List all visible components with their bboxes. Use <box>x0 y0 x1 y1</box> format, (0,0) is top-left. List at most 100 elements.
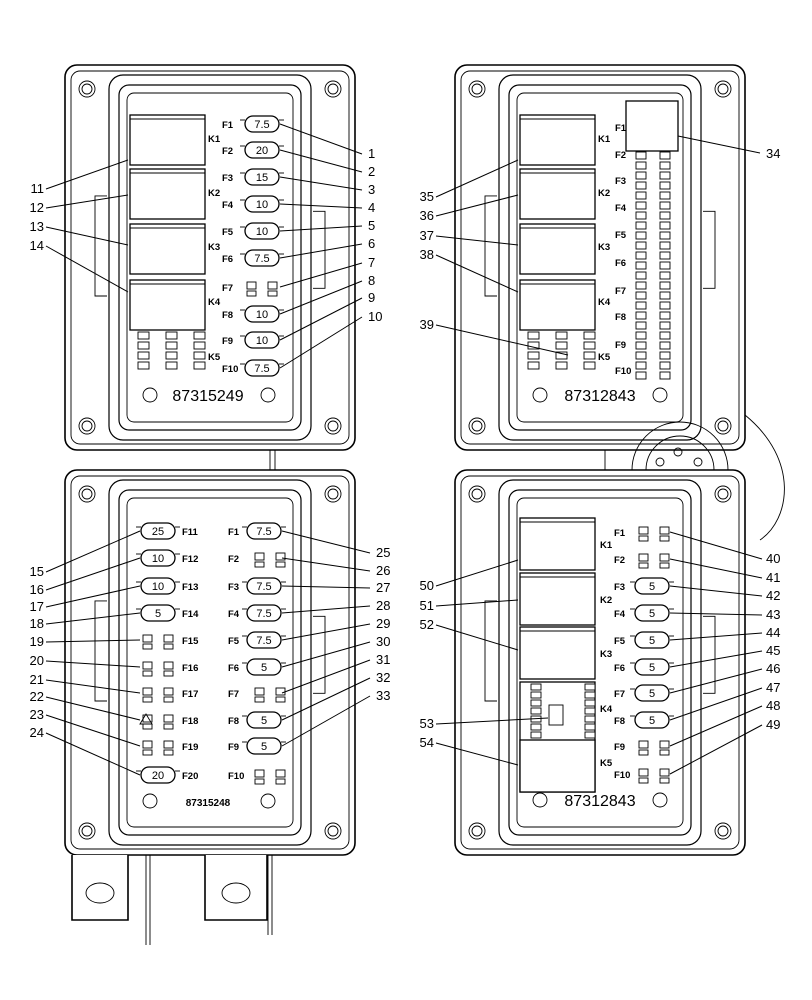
relay <box>519 279 596 331</box>
terminal-slot <box>659 291 671 300</box>
leader-line <box>45 639 141 643</box>
leader-line <box>281 695 371 747</box>
leader-line <box>279 297 363 341</box>
empty-slot <box>163 696 174 703</box>
terminal-slot <box>659 361 671 370</box>
relay-pin <box>193 351 206 360</box>
leader-line <box>677 135 761 154</box>
fuse-label: F4 <box>615 203 627 214</box>
empty-slot <box>638 553 649 562</box>
fuse-rating: 5 <box>649 608 655 620</box>
fuse-rating: 7.5 <box>254 119 269 131</box>
fuse-rating: 7.5 <box>256 608 271 620</box>
relay-pin <box>584 731 596 739</box>
leader-line <box>281 585 371 589</box>
empty-slot <box>267 281 278 290</box>
relay-pin <box>584 683 596 691</box>
callout-number: 27 <box>376 580 390 595</box>
empty-slot <box>142 687 153 696</box>
relay-pin <box>530 723 542 731</box>
fuse <box>246 711 282 729</box>
fuse-rating: 5 <box>649 635 655 647</box>
fuse <box>140 577 176 595</box>
fuse-rating: 10 <box>152 581 164 593</box>
fuse-label: F13 <box>182 582 198 593</box>
empty-slot <box>163 634 174 643</box>
callout-number: 21 <box>30 672 44 687</box>
fuse <box>246 577 282 595</box>
relay-label: K2 <box>208 188 220 199</box>
leader-line <box>45 612 141 625</box>
callout-number: 15 <box>30 564 44 579</box>
fuse-rating: 10 <box>256 199 268 211</box>
fuse-label: F14 <box>182 609 199 620</box>
panel-frame <box>126 92 294 423</box>
side-clip-right <box>703 615 716 694</box>
empty-slot <box>659 740 670 749</box>
fuse-label: F6 <box>228 663 239 674</box>
housing-recess <box>108 479 312 846</box>
callout-number: 40 <box>766 551 780 566</box>
fuse-label: F10 <box>615 366 631 377</box>
leader-line <box>279 149 363 173</box>
fuse-label: F6 <box>615 258 626 269</box>
relay-block <box>625 100 679 152</box>
relay-pin <box>583 361 596 370</box>
mounting-hole-icon <box>78 417 96 435</box>
fuse <box>634 658 670 676</box>
mounting-hole-icon <box>714 80 732 98</box>
relay-pin <box>165 361 178 370</box>
leader-line <box>45 732 141 776</box>
fuse-rating: 5 <box>155 608 161 620</box>
empty-slot <box>638 535 649 542</box>
housing-inner-edge <box>70 70 350 445</box>
empty-slot <box>659 553 670 562</box>
fuse-rating: 10 <box>256 226 268 238</box>
terminal-slot <box>635 171 647 180</box>
relay-label: K1 <box>208 134 221 145</box>
fuse-label: F2 <box>222 146 233 157</box>
fuse-label: F19 <box>182 742 198 753</box>
mounting-hole-inner <box>471 825 483 837</box>
fuse-label: F8 <box>222 310 233 321</box>
callout-number: 34 <box>766 146 780 161</box>
fuse <box>634 711 670 729</box>
screw-icon <box>652 792 668 808</box>
fuse-label: F11 <box>182 527 199 538</box>
fuse <box>244 115 280 133</box>
empty-slot <box>638 777 649 784</box>
terminal-slot <box>659 341 671 350</box>
empty-slot <box>659 562 670 569</box>
side-clip-right <box>313 210 326 289</box>
callout-number: 22 <box>30 689 44 704</box>
housing-inner-edge <box>460 475 740 850</box>
callout-number: 44 <box>766 625 780 640</box>
mounting-hole-inner <box>81 83 93 95</box>
relay-pin <box>137 331 150 340</box>
terminal-slot <box>659 321 671 330</box>
relay-pin <box>584 723 596 731</box>
fuse-label: F5 <box>614 636 626 647</box>
fuse <box>140 604 176 622</box>
empty-slot <box>163 749 174 756</box>
empty-slot <box>246 281 257 290</box>
mounting-hole-inner <box>471 83 483 95</box>
terminal-slot <box>659 201 671 210</box>
terminal-slot <box>635 221 647 230</box>
empty-slot <box>254 552 265 561</box>
callout-number: 54 <box>420 735 434 750</box>
callout-number: 7 <box>368 255 375 270</box>
terminal-slot <box>635 201 647 210</box>
fuse-label: F10 <box>222 364 238 375</box>
empty-slot <box>163 661 174 670</box>
relay <box>129 168 206 220</box>
fuse-label: F9 <box>615 340 626 351</box>
fuse-rating: 5 <box>649 688 655 700</box>
leader-line <box>45 696 141 721</box>
callout-number: 1 <box>368 146 375 161</box>
fuse-rating: 5 <box>261 715 267 727</box>
empty-slot <box>275 561 286 568</box>
